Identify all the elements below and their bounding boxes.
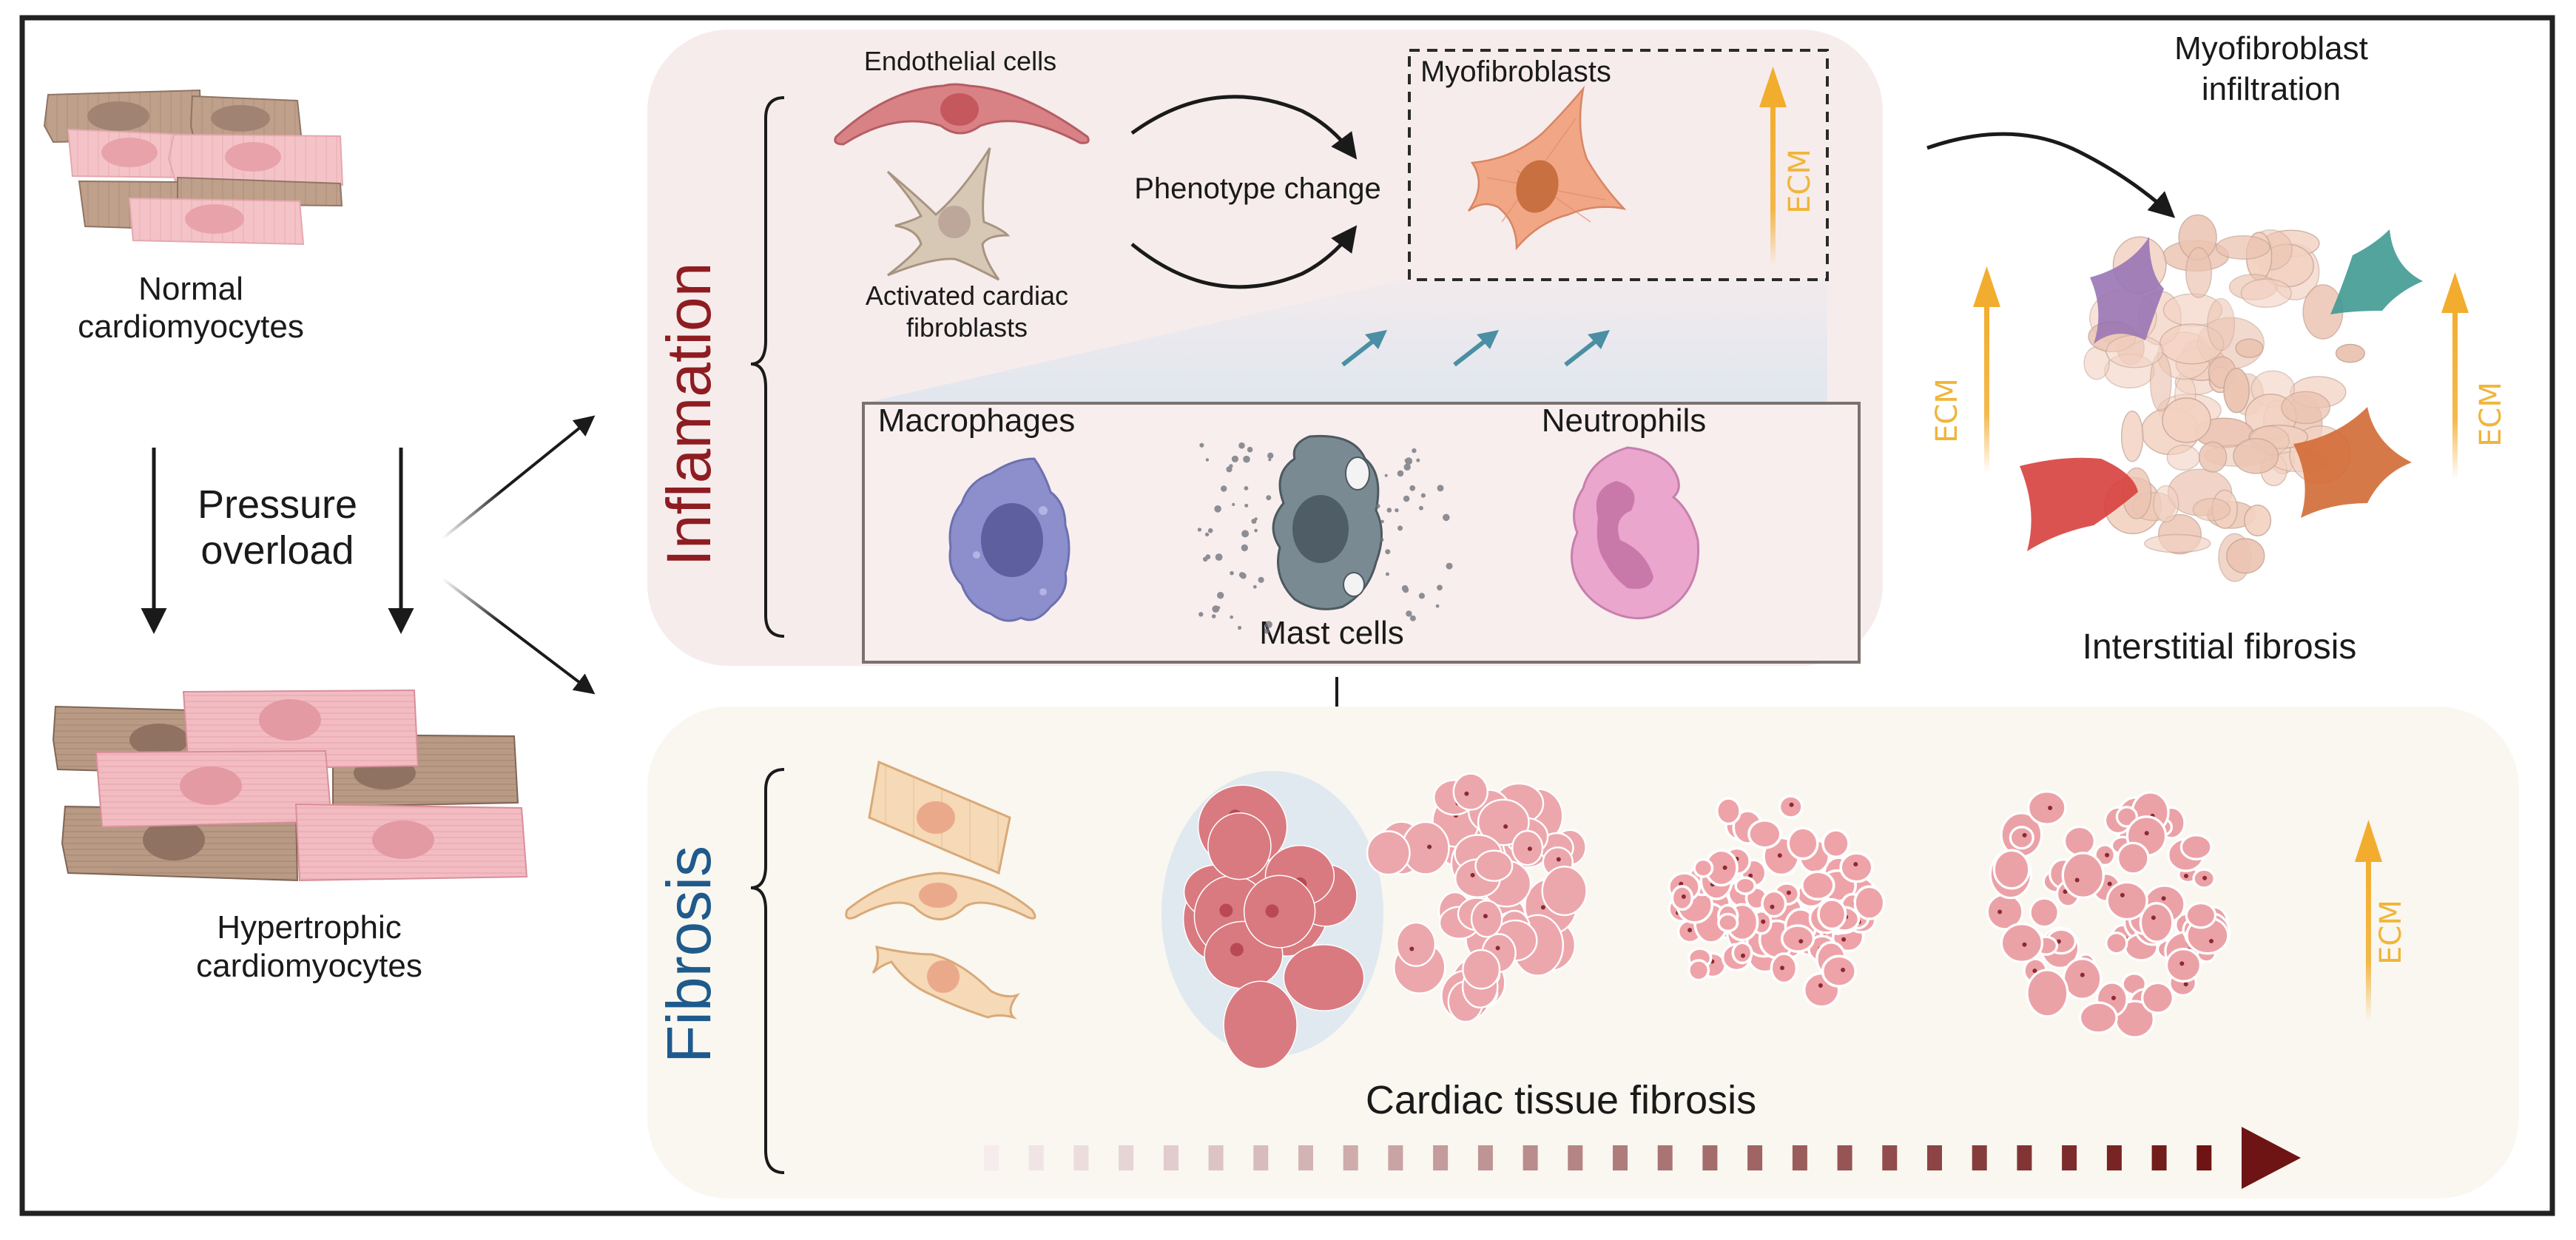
progression-segment	[1657, 1145, 1673, 1170]
infiltration-arrow	[1926, 132, 2176, 218]
interstitial-fibrosis-cluster	[2020, 214, 2423, 582]
interstitial-ecm-arrow-right	[2441, 272, 2469, 479]
hypertrophic-cardiomyocytes-illustration	[52, 689, 528, 882]
progression-segment	[2106, 1145, 2122, 1170]
myofibroblasts-label: Myofibroblasts	[1420, 55, 1611, 88]
progression-segment	[1433, 1145, 1449, 1170]
teal-arrow-icon	[1564, 330, 1610, 367]
progression-segment	[1747, 1145, 1763, 1170]
progression-segment	[984, 1145, 999, 1170]
progression-segment	[1253, 1145, 1269, 1170]
progression-segment	[1073, 1145, 1089, 1170]
tissue-stage-2	[1366, 772, 1588, 1023]
pressure-label-line1: Pressure	[198, 482, 357, 527]
fibrosis-ecm-label: ECM	[2374, 900, 2408, 965]
progression-segment	[1028, 1145, 1044, 1170]
myofibroblast-ecm-label: ECM	[1783, 149, 1817, 214]
activated-fibroblast-icon	[886, 147, 1011, 281]
mast-cells-label: Mast cells	[1259, 615, 1404, 651]
normal-label-line2: cardiomyocytes	[78, 309, 304, 345]
mast-cell-icon	[1197, 434, 1453, 634]
infiltration-label-line2: infiltration	[2202, 71, 2341, 107]
progression-segment	[1972, 1145, 1987, 1170]
fibrosis-ecm-arrow	[2355, 820, 2382, 1021]
teal-arrows	[1341, 330, 1610, 367]
endothelial-label: Endothelial cells	[864, 46, 1056, 76]
progression-segment	[2151, 1145, 2167, 1170]
progression-segment	[1208, 1145, 1224, 1170]
progression-label: Cardiac tissue fibrosis	[1366, 1078, 1756, 1122]
tissue-stage-4	[1986, 790, 2231, 1039]
fibrosis-panel-bg	[647, 707, 2519, 1199]
interstitial-fibrosis-caption: Interstitial fibrosis	[2083, 627, 2357, 667]
arrow-to-fibrosis	[441, 577, 596, 695]
progression-segment	[1343, 1145, 1358, 1170]
interstitial-ecm-label-left: ECM	[1930, 378, 1964, 443]
infiltration-label-line1: Myofibroblast	[2174, 30, 2368, 67]
progression-segment	[1792, 1145, 1807, 1170]
progression-segment	[2196, 1145, 2212, 1170]
tissue-stage-3	[1668, 795, 1886, 1008]
phenotype-label: Phenotype change	[1134, 172, 1381, 205]
endothelial-cell-icon	[834, 83, 1090, 146]
phenotype-arrow-bottom	[1130, 225, 1358, 289]
progression-segment	[1613, 1145, 1628, 1170]
phenotype-arrow-top	[1130, 95, 1358, 160]
fibroblast-label-line1: Activated cardiac	[866, 280, 1068, 311]
fibrosis-panel: Fibrosis ECM Cardiac tissue fibrosis	[647, 707, 2519, 1199]
progression-segment	[2017, 1145, 2032, 1170]
neutrophils-label: Neutrophils	[1542, 402, 1707, 439]
myofibroblast-cell-icon	[1467, 85, 1627, 251]
progression-segment	[1388, 1145, 1403, 1170]
progression-arrowhead	[2242, 1127, 2301, 1189]
fibrosis-title: Fibrosis	[654, 846, 724, 1063]
progression-segment	[1837, 1145, 1852, 1170]
zoom-wedge	[863, 280, 1827, 403]
inflammation-panel: Inflamation Endothelial cells Activated …	[647, 30, 1883, 666]
progression-segment	[1882, 1145, 1898, 1170]
progression-segment	[1119, 1145, 1134, 1170]
inflammation-title: Inflamation	[654, 263, 724, 567]
progression-segment	[2062, 1145, 2077, 1170]
pressure-label-line2: overload	[200, 528, 354, 573]
teal-arrow-icon	[1341, 330, 1387, 367]
myofibroblast-ecm-arrow	[1759, 67, 1787, 266]
normal-label-line1: Normal	[138, 271, 243, 307]
tan-fibroblast-icon	[871, 946, 1021, 1020]
progression-segment	[1568, 1145, 1583, 1170]
inflammation-brace	[750, 96, 785, 638]
tan-endothelial-icon	[845, 872, 1036, 920]
progression-segment	[1477, 1145, 1493, 1170]
progression-segment	[1298, 1145, 1313, 1170]
progression-segment	[1163, 1145, 1179, 1170]
normal-cardiomyocytes-illustration	[43, 89, 344, 246]
macrophages-label: Macrophages	[878, 402, 1076, 439]
neutrophil-icon	[1571, 446, 1700, 620]
fibrosis-brace	[750, 768, 785, 1174]
interstitial-ecm-arrow-left	[1973, 266, 2000, 474]
tan-cardiomyocyte-icon	[868, 760, 1011, 875]
macrophage-icon	[948, 457, 1070, 622]
hypertrophic-label-line1: Hypertrophic	[217, 909, 401, 946]
fibroblast-label-line2: fibroblasts	[906, 312, 1028, 343]
progression-segment	[1702, 1145, 1718, 1170]
teal-arrow-icon	[1453, 330, 1499, 367]
interstitial-ecm-label-right: ECM	[2474, 382, 2508, 447]
hypertrophic-label-line2: cardiomyocytes	[196, 948, 422, 984]
tissue-stage-1	[1161, 771, 1383, 1069]
progression-segment	[1927, 1145, 1942, 1170]
progression-segment	[1523, 1145, 1538, 1170]
arrow-to-inflammation	[441, 415, 596, 540]
progression-arrow	[984, 1127, 2301, 1189]
outer-frame	[19, 15, 2555, 1216]
